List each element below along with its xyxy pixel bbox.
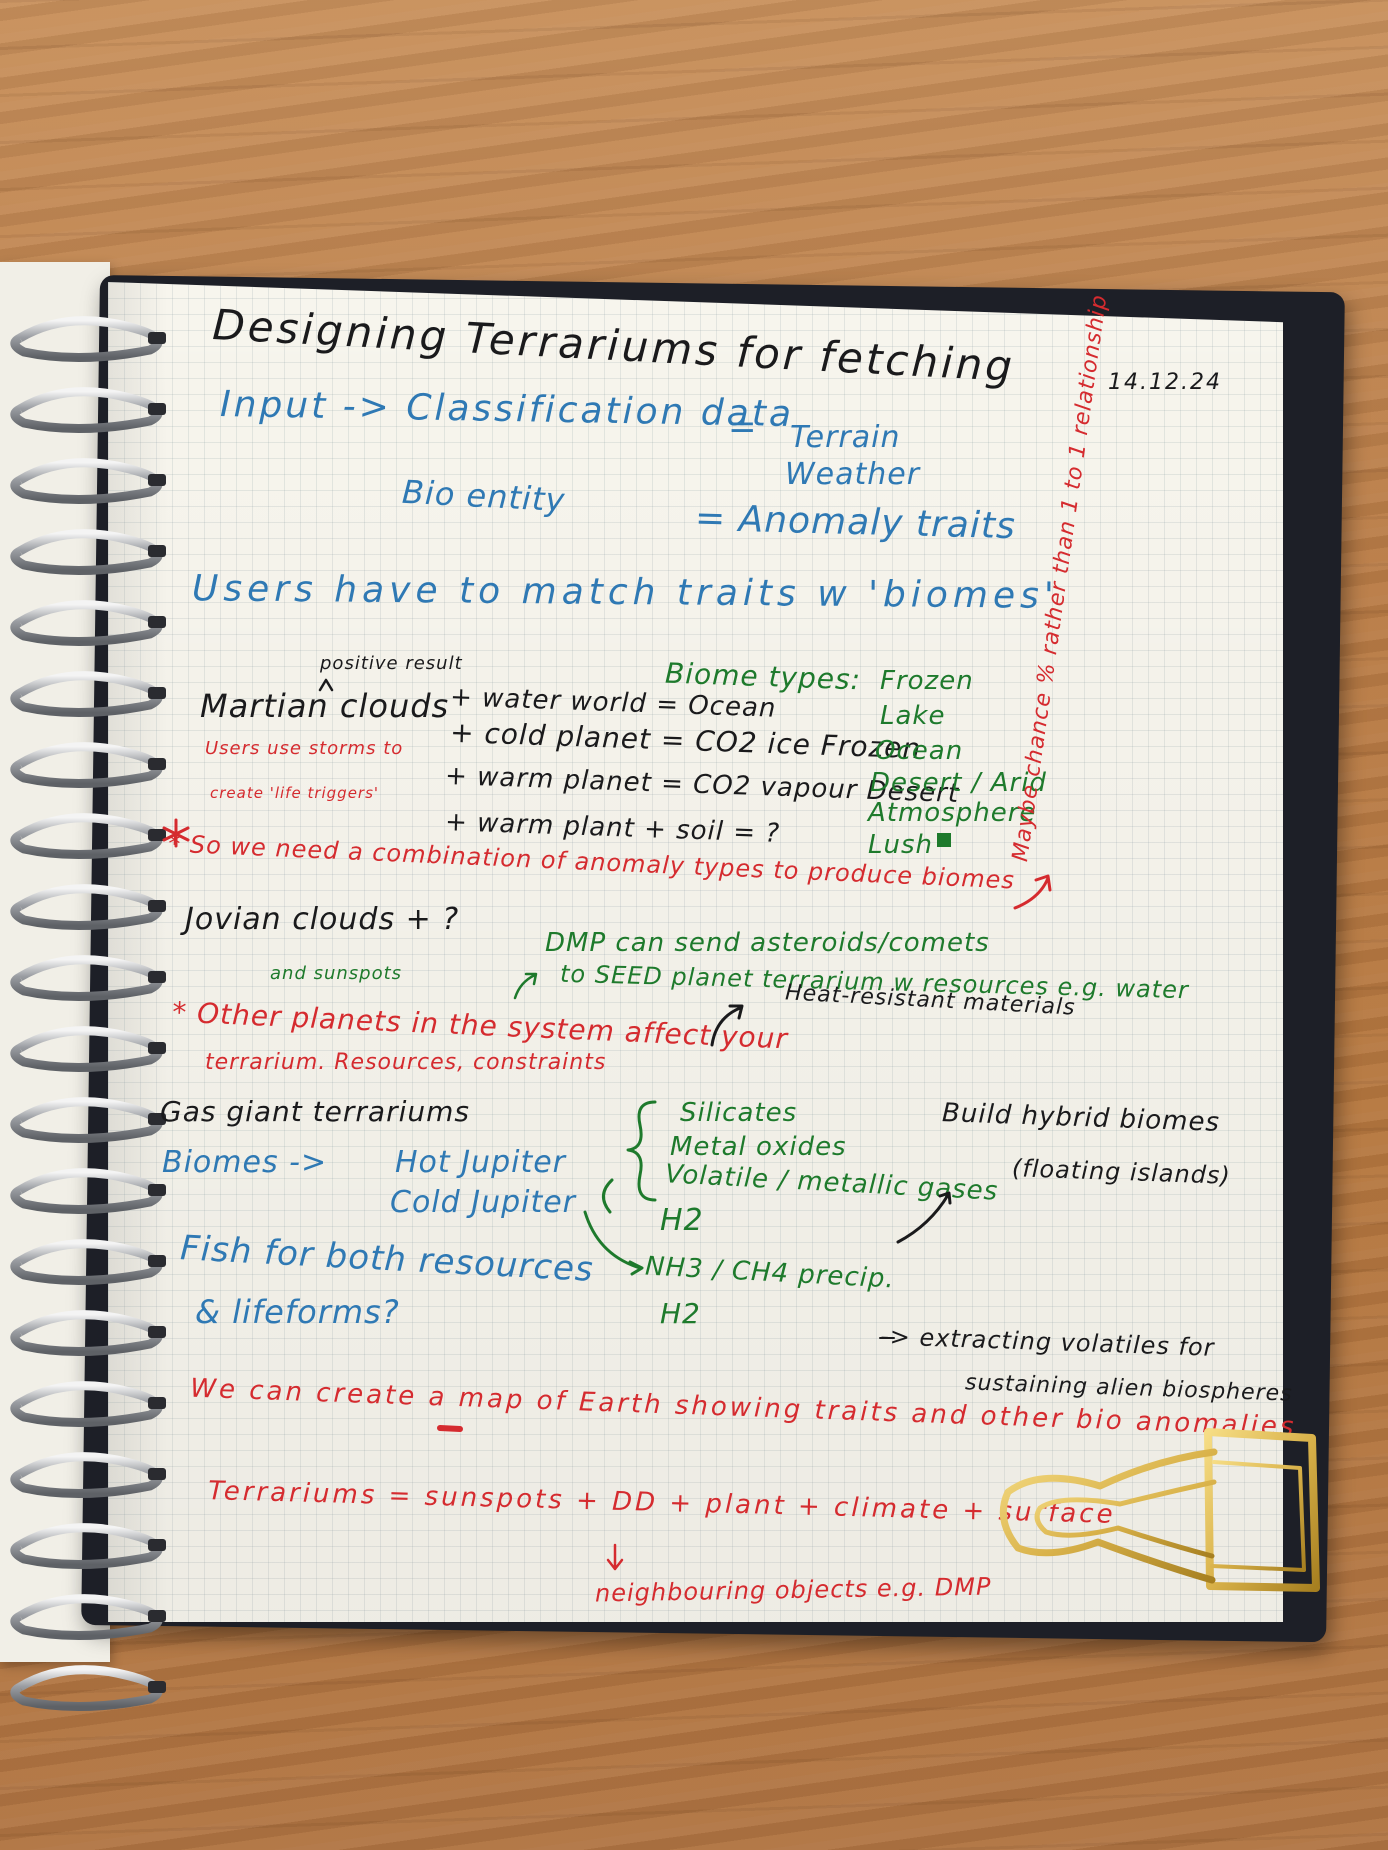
floating-islands-text: (floating islands) [1011,1154,1232,1190]
silicates-text: Silicates [680,1098,798,1128]
biome-types-label: Biome types: [664,656,862,697]
biome-item: Desert / Arid [870,768,1047,798]
biome-item: Lake [880,701,946,731]
dmp-line-1: DMP can send asteroids/comets [545,928,990,958]
positive-result-note: positive result [320,653,463,674]
biome-item: Lush [868,830,933,860]
binding-hole [148,1681,166,1693]
martian-clouds-text: Martian clouds [200,687,450,725]
and-sunspots-note: and sunspots [270,963,403,984]
equals-sign: = [728,407,758,447]
page-date: 14.12.24 [1108,370,1222,395]
neighbouring-objects-line: neighbouring objects e.g. DMP [594,1572,992,1608]
biome-item: Atmosphere [868,798,1037,828]
metal-oxides-text: Metal oxides [670,1132,847,1162]
gas-giant-heading: Gas giant terrariums [160,1095,470,1128]
bio-entity-text: Bio entity [401,472,567,520]
biomes-arrow-text: Biomes -> [162,1145,328,1180]
spiral-ring [10,1665,163,1711]
users-use-storms-1: Users use storms to [205,738,404,759]
fish-line-2: & lifeforms? [195,1293,400,1331]
terrain-text: Terrain [790,420,901,455]
input-line: Input -> Classification data [219,383,795,436]
weather-text: Weather [785,457,921,492]
cold-jupiter-text: Cold Jupiter [390,1185,577,1220]
notebook-page [108,282,1283,1622]
biome-item: Frozen [880,666,974,696]
anomaly-traits-text: = Anomaly traits [694,497,1017,548]
h2-text-second: H2 [660,1297,701,1330]
biome-item: Ocean [875,736,964,766]
hot-jupiter-text: Hot Jupiter [395,1145,567,1180]
jovian-clouds-text: Jovian clouds + ? [185,902,460,937]
h2-text: H2 [660,1203,704,1238]
users-use-storms-2: create 'life triggers' [210,784,380,802]
users-match-line: Users have to match traits w 'biomes' [191,568,1059,617]
other-planets-line-2: terrarium. Resources, constraints [205,1050,607,1075]
